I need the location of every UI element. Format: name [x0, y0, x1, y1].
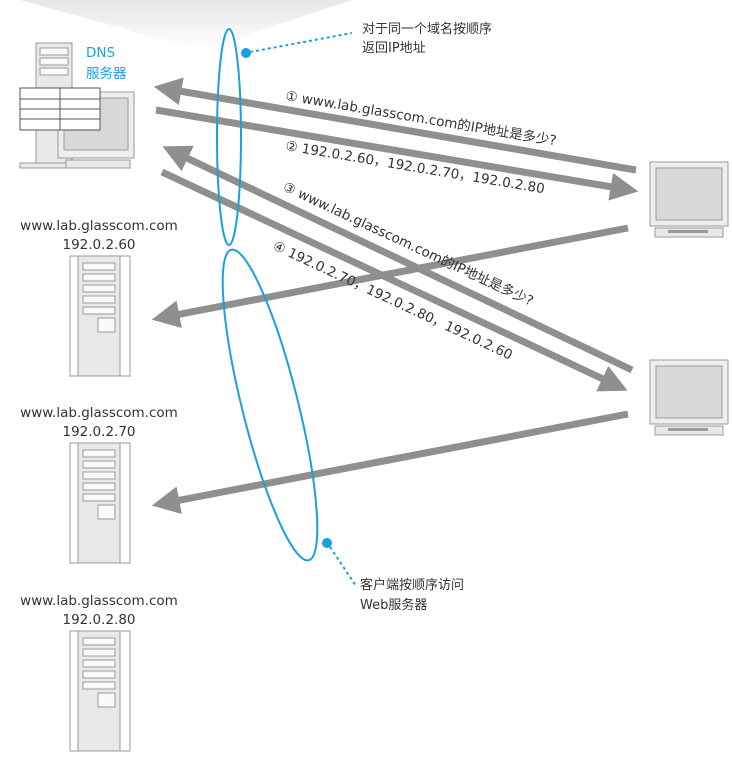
client-annotation-line2: Web服务器 [360, 597, 427, 613]
web-server-3-icon [69, 630, 131, 752]
dns-annotation-line2: 返回IP地址 [362, 41, 426, 56]
web-server-2-icon [69, 442, 131, 564]
arrow-client2-to-web2 [151, 410, 629, 515]
dns-order-ellipse [216, 28, 242, 246]
dns-annotation-line1: 对于同一个域名按顺序 [362, 21, 492, 37]
web-server-2-ip: 192.0.2.70 [63, 424, 136, 440]
web-server-1-hostname: www.lab.glasscom.com [20, 218, 178, 234]
client-callout-dot [322, 538, 332, 548]
web-server-1-ip: 192.0.2.60 [63, 237, 136, 253]
dns-label-2: 服务器 [86, 66, 127, 82]
web-server-1-icon [69, 255, 131, 377]
client-pc-2-icon [649, 359, 729, 436]
client-order-ellipse [221, 248, 319, 562]
web-server-2-hostname: www.lab.glasscom.com [20, 405, 178, 421]
arrow-client1-to-web1 [151, 224, 629, 329]
background-wedge [20, 0, 352, 50]
client-callout-line [329, 546, 357, 587]
web-server-3-hostname: www.lab.glasscom.com [20, 593, 178, 609]
dns-server-icon [19, 42, 135, 169]
web-server-3-ip: 192.0.2.80 [63, 612, 136, 628]
client-annotation-line1: 客户端按顺序访问 [360, 577, 464, 593]
dns-callout-line [249, 32, 353, 53]
client-pc-1-icon [649, 161, 729, 238]
dns-label: DNS [86, 45, 115, 61]
dns-callout-dot [241, 48, 251, 58]
arrow-query-3 [162, 145, 634, 374]
arrow-reply-2 [155, 106, 639, 201]
